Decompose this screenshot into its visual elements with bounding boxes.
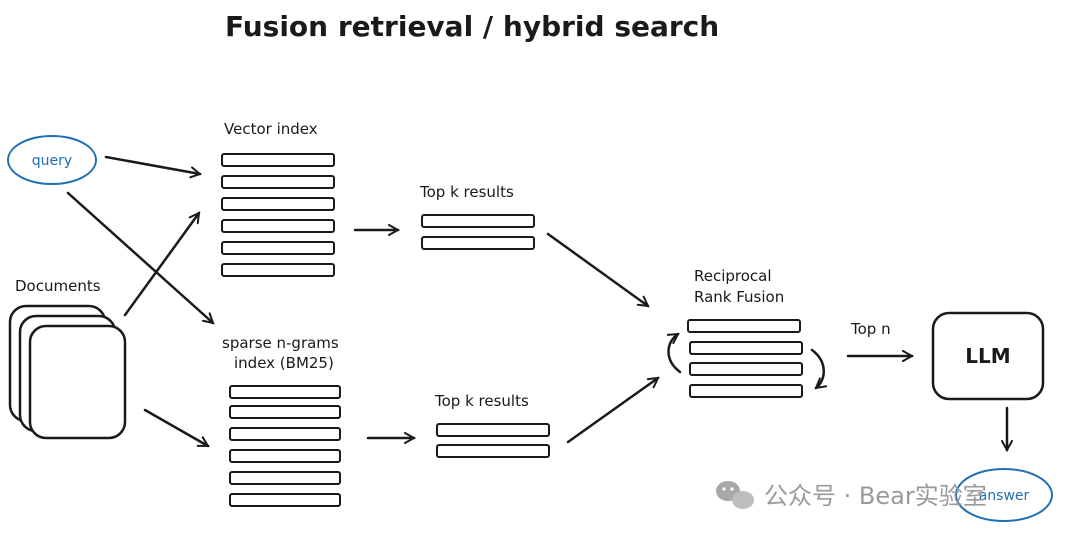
query-to-sparse-arrow	[66, 191, 213, 323]
rerank-curve-down-arrow	[810, 348, 824, 388]
vector-index-stack	[221, 153, 335, 277]
topk-sparse-label: Top k results	[434, 392, 529, 410]
query-to-vector-arrow	[104, 155, 200, 174]
sparse-index-label-line1: sparse n-grams	[222, 334, 339, 352]
rrf-stack	[687, 319, 803, 398]
llm-label: LLM	[965, 344, 1010, 368]
diagram-title: Fusion retrieval / hybrid search	[225, 10, 719, 43]
topk-vector-to-rrf-arrow	[546, 232, 648, 308]
answer-node: answer	[955, 468, 1053, 522]
wechat-icon	[716, 481, 754, 509]
query-label: query	[32, 153, 72, 169]
top-n-label: Top n	[850, 320, 891, 338]
topk-vector-stack	[421, 214, 535, 250]
answer-label: answer	[979, 488, 1030, 504]
documents-to-vector-arrow	[123, 213, 201, 317]
watermark: 公众号 · Bear实验室	[716, 481, 987, 510]
sparse-index-stack	[229, 385, 341, 507]
documents-node: Documents	[8, 277, 127, 440]
sparse-index-label-line2: index (BM25)	[234, 354, 334, 372]
topk-vector-label: Top k results	[419, 183, 514, 201]
query-node: query	[7, 135, 97, 185]
vector-index-label: Vector index	[224, 120, 318, 138]
llm-node: LLM	[931, 311, 1045, 401]
topk-sparse-stack	[436, 423, 550, 458]
rrf-label-line1: Reciprocal	[694, 267, 772, 285]
watermark-text: 公众号 · Bear实验室	[764, 482, 987, 510]
rerank-curve-up-arrow	[669, 332, 682, 374]
rrf-label-line2: Rank Fusion	[694, 288, 784, 306]
documents-to-sparse-arrow	[143, 408, 208, 448]
topk-sparse-to-rrf-arrow	[566, 376, 658, 444]
documents-label: Documents	[15, 277, 101, 295]
